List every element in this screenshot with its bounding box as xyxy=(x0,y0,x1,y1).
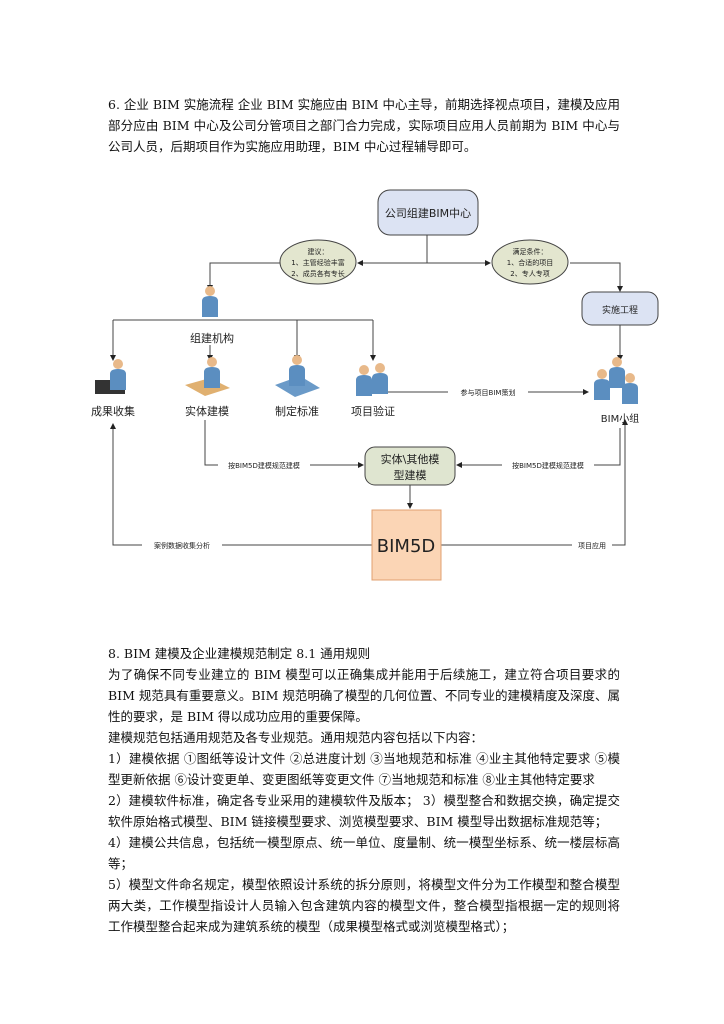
collect-computer-icon xyxy=(95,359,126,394)
right-ellipse xyxy=(491,239,569,285)
edge-label: 项目应用 xyxy=(578,541,606,550)
left-ellipse-line: 2、成员各有专长 xyxy=(291,269,344,278)
paragraph: 2）建模软件标准，确定各专业采用的建模软件及版本； 3）模型整合和数据交换，确定… xyxy=(108,793,620,829)
impl-box-label: 实施工程 xyxy=(602,304,638,316)
edge-label: 参与项目BIM策划 xyxy=(461,388,516,397)
org-person-icon xyxy=(202,286,218,317)
right-ellipse-line: 满足条件： xyxy=(513,247,548,256)
right-ellipse-line: 1、合适的项目 xyxy=(507,258,553,267)
left-ellipse xyxy=(279,239,357,285)
bim5d-box xyxy=(371,509,442,581)
paragraph: 5）模型文件命名规定，模型依照设计系统的拆分原则，将模型文件分为工作模型和整合模… xyxy=(108,877,620,934)
node-label: 制定标准 xyxy=(275,404,319,418)
impl-box xyxy=(581,291,659,326)
bim5d-label: BIM5D xyxy=(377,536,436,557)
paragraph: 建模规范包括通用规范及各专业规范。通用规范内容包括以下内容： xyxy=(108,730,484,745)
left-ellipse-line: 建议： xyxy=(308,247,329,256)
intro-text: 6. 企业 BIM 实施流程 企业 BIM 实施应由 BIM 中心主导，前期选择… xyxy=(108,97,620,154)
modeling-desk-icon xyxy=(185,357,230,396)
left-ellipse-line: 1、主管经验丰富 xyxy=(291,258,344,267)
bim-team-label: BIM小组 xyxy=(601,412,639,425)
node-label: 项目验证 xyxy=(351,404,395,418)
paragraph: 为了确保不同专业建立的 BIM 模型可以正确集成并能用于后续施工，建立符合项目要… xyxy=(108,667,620,724)
edge-label: 按BIM5D建模规范建模 xyxy=(228,461,300,470)
bim-team-icon xyxy=(594,357,638,404)
paragraph: 1）建模依据 ①图纸等设计文件 ②总进度计划 ③当地规范和标准 ④业主其他特定要… xyxy=(108,751,620,787)
model-box-line: 实体\其他模 xyxy=(381,452,440,466)
model-box-line: 型建模 xyxy=(394,468,427,482)
edge-label: 案例数据收集分析 xyxy=(154,541,210,550)
section-8: 8. BIM 建模及企业建模规范制定 8.1 通用规则 为了确保不同专业建立的 … xyxy=(108,643,620,937)
right-ellipse-line: 2、专人专项 xyxy=(510,269,549,278)
top-box-label: 公司组建BIM中心 xyxy=(385,206,471,220)
node-label: 实体建模 xyxy=(185,404,229,418)
intro-paragraph: 6. 企业 BIM 实施流程 企业 BIM 实施应由 BIM 中心主导，前期选择… xyxy=(108,94,620,157)
handshake-icon xyxy=(356,363,388,396)
model-box xyxy=(364,446,456,486)
section-heading: 8. BIM 建模及企业建模规范制定 8.1 通用规则 xyxy=(108,646,371,661)
org-label: 组建机构 xyxy=(190,331,234,345)
node-label: 成果收集 xyxy=(91,404,135,418)
edge-label: 按BIM5D建模规范建模 xyxy=(512,461,584,470)
paragraph: 4）建模公共信息，包括统一模型原点、统一单位、度量制、统一模型坐标系、统一楼层标… xyxy=(108,835,620,871)
top-box xyxy=(377,189,479,236)
standard-table-icon xyxy=(275,355,320,397)
